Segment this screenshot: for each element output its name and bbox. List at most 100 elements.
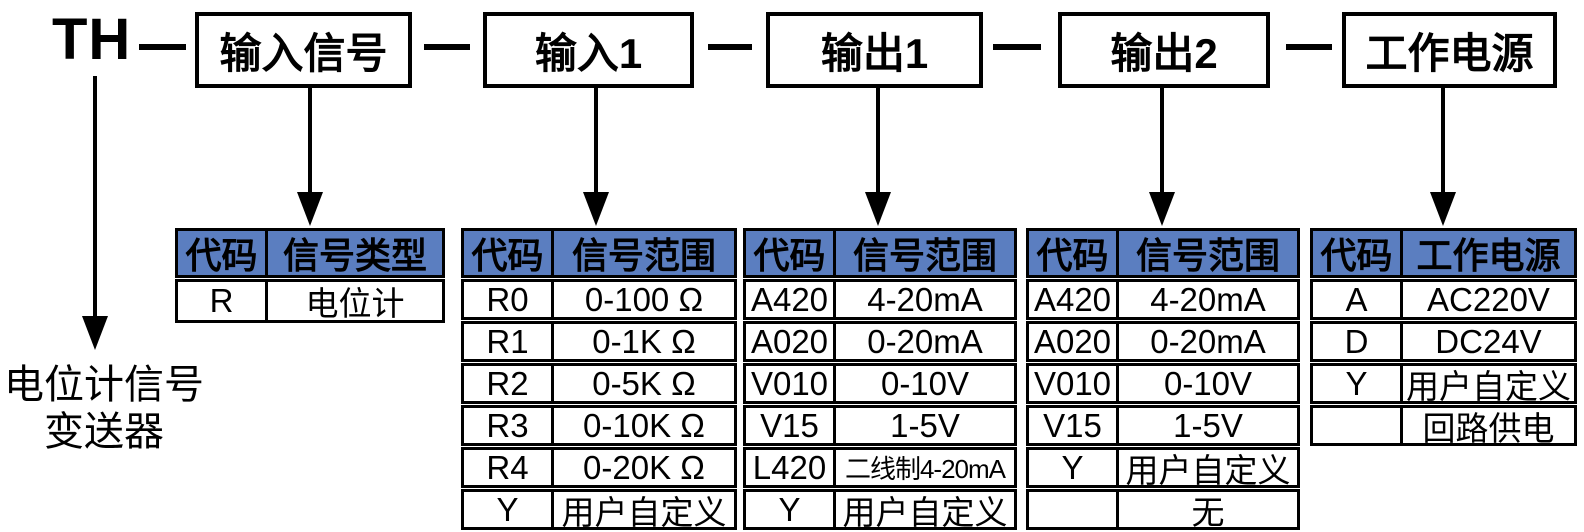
down-arrow-icon	[82, 316, 108, 350]
code-cell: Y	[464, 492, 554, 527]
code-cell: V15	[1029, 408, 1119, 443]
code-cell: R4	[464, 450, 554, 485]
segment-box-3: 输出1	[766, 12, 983, 88]
table-row: A AC220V	[1310, 279, 1577, 320]
value-cell: 0-10V	[1163, 366, 1253, 401]
code-cell	[1029, 492, 1119, 527]
connector-arrow-line	[876, 88, 880, 196]
code-cell: Y	[1029, 450, 1119, 485]
connector-arrow-line	[1441, 88, 1445, 196]
header-code-cell: 代码	[1313, 231, 1403, 275]
table-row: R 电位计	[175, 279, 445, 323]
segment-box-5: 工作电源	[1342, 12, 1557, 88]
code-cell: A420	[1029, 282, 1119, 317]
value-cell: 4-20mA	[1150, 282, 1266, 317]
segment-box-2: 输入1	[483, 12, 694, 88]
table-header-row: 代码信号类型	[175, 228, 445, 278]
down-arrow-icon	[297, 192, 323, 226]
table-row: R3 0-10K Ω	[461, 405, 737, 446]
segment-box-label: 输入1	[534, 29, 643, 77]
separator-dash	[1286, 44, 1332, 50]
value-cell: 1-5V	[1173, 408, 1243, 443]
code-cell: V010	[1029, 366, 1119, 401]
value-cell: AC220V	[1427, 282, 1550, 317]
table-header-row: 代码信号范围	[461, 228, 737, 278]
value-cell: 用户自定义	[1125, 451, 1291, 486]
code-cell: D	[1313, 324, 1403, 359]
header-code-cell: 代码	[178, 231, 268, 275]
table-row: D DC24V	[1310, 321, 1577, 362]
connector-arrow-line	[594, 88, 598, 196]
table-row: L420 二线制4-20mA	[743, 447, 1017, 488]
code-cell: V010	[746, 366, 836, 401]
table-row: R4 0-20K Ω	[461, 447, 737, 488]
code-cell: A020	[1029, 324, 1119, 359]
connector-arrow-line	[308, 88, 312, 196]
caption-line-1: 电位计信号	[4, 363, 204, 407]
code-cell: Y	[1313, 366, 1403, 401]
value-cell: 0-100 Ω	[584, 282, 704, 317]
value-cell: 用户自定义	[1406, 367, 1571, 402]
separator-dash	[993, 44, 1041, 50]
table-row: A420 4-20mA	[1026, 279, 1300, 320]
value-cell: 4-20mA	[867, 282, 983, 317]
value-cell: 二线制4-20mA	[844, 454, 1006, 484]
caption-line-2: 变送器	[44, 410, 164, 454]
segment-box-label: 输出2	[1110, 29, 1218, 77]
down-arrow-icon	[583, 192, 609, 226]
separator-dash	[139, 44, 186, 50]
value-cell: 0-1K Ω	[592, 324, 696, 359]
header-value-cell: 信号范围	[1119, 231, 1297, 275]
table-row: 无	[1026, 489, 1300, 530]
value-cell: 0-20mA	[1150, 324, 1266, 359]
product-caption: 电位计信号 变送器	[0, 362, 208, 456]
code-cell: A020	[746, 324, 836, 359]
down-arrow-icon	[865, 192, 891, 226]
code-cell	[1313, 408, 1403, 443]
header-value-cell: 信号范围	[836, 231, 1014, 275]
table-row: V010 0-10V	[1026, 363, 1300, 404]
segment-box-label: 输入信号	[219, 29, 388, 77]
header-value-cell: 信号范围	[554, 231, 734, 275]
value-cell: 0-10K Ω	[583, 408, 705, 443]
code-cell: A	[1313, 282, 1403, 317]
code-cell: R1	[464, 324, 554, 359]
code-cell: R3	[464, 408, 554, 443]
header-value-cell: 信号类型	[268, 231, 442, 275]
value-cell: 电位计	[305, 285, 405, 320]
value-cell: 0-20K Ω	[583, 450, 705, 485]
segment-box-label: 输出1	[820, 29, 929, 77]
header-value-cell: 工作电源	[1403, 231, 1574, 275]
code-cell: L420	[746, 450, 836, 485]
value-cell: 1-5V	[890, 408, 960, 443]
code-cell: R0	[464, 282, 554, 317]
table-header-row: 代码信号范围	[1026, 228, 1300, 278]
table-header-row: 代码工作电源	[1310, 228, 1577, 278]
value-cell: DC24V	[1435, 324, 1542, 359]
table-row: R0 0-100 Ω	[461, 279, 737, 320]
table-row: V15 1-5V	[1026, 405, 1300, 446]
code-cell: R	[178, 282, 268, 320]
table-row: R1 0-1K Ω	[461, 321, 737, 362]
header-code-cell: 代码	[464, 231, 554, 275]
value-cell: 回路供电	[1422, 409, 1555, 444]
down-arrow-icon	[1430, 192, 1456, 226]
header-code-cell: 代码	[1029, 231, 1119, 275]
value-cell: 0-5K Ω	[592, 366, 696, 401]
connector-arrow-line	[1160, 88, 1164, 196]
segment-box-label: 工作电源	[1365, 29, 1534, 77]
separator-dash	[708, 44, 752, 50]
